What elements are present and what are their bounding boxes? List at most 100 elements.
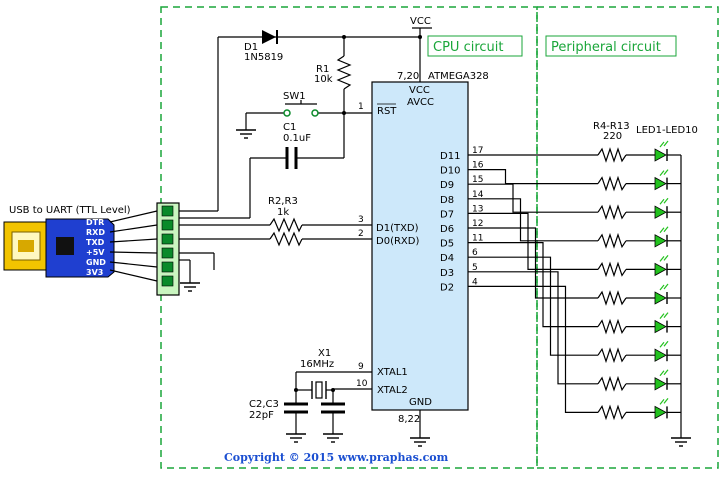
- led-icon: [654, 319, 667, 334]
- c23-ref: C2,C3: [249, 399, 279, 410]
- header-pins: [161, 205, 174, 287]
- led-resistor-icon: [597, 204, 627, 221]
- mcu-output-label: D10: [440, 166, 460, 177]
- mcu-avcc-label: AVCC: [407, 97, 434, 108]
- mcu-output-pin-number: 16: [472, 161, 484, 171]
- mcu-output-pin-number: 11: [472, 234, 483, 244]
- usb-pin-label: GND: [86, 258, 106, 267]
- resistor-r2-icon: [269, 217, 303, 233]
- crystal-x1-icon: [315, 381, 323, 399]
- copyright-text: Copyright © 2015 www.praphas.com: [224, 451, 449, 464]
- mcu-output-pin-number: 14: [472, 190, 484, 200]
- x1-ref: X1: [318, 348, 331, 359]
- mcu-output-label: D7: [440, 209, 454, 220]
- usb-board: [45, 218, 115, 278]
- c1-value: 0.1uF: [283, 133, 311, 144]
- usb-pin-label: RXD: [86, 228, 105, 237]
- rst-pin-number: 1: [358, 102, 364, 112]
- led-resistor-icon: [597, 232, 627, 249]
- led-icon: [654, 405, 667, 420]
- usb-pin-label: 3V3: [86, 268, 103, 277]
- uart-chip-icon: [56, 237, 74, 255]
- led-resistor-icon: [597, 147, 627, 163]
- resistor-r1-icon: [336, 55, 352, 90]
- diode-d1-icon: [262, 30, 276, 44]
- led-wire: [468, 212, 598, 270]
- usb-pin-label: +5V: [86, 248, 105, 257]
- cpu-section-label: CPU circuit: [433, 40, 503, 55]
- header-pin: [161, 247, 174, 259]
- header-pin: [161, 219, 174, 231]
- peripheral-section-label: Peripheral circuit: [551, 40, 661, 55]
- led-resistor-icon: [597, 318, 627, 335]
- led-wire: [468, 271, 598, 385]
- txd-pin-number: 3: [358, 215, 364, 225]
- rxd-pin-number: 2: [358, 229, 364, 239]
- peripheral-section-box: [536, 6, 719, 469]
- mcu-rst-label: RST: [377, 106, 397, 117]
- mcu-output-label: D9: [440, 180, 454, 191]
- led-resistor-icon: [597, 175, 627, 192]
- led-icon: [654, 234, 667, 248]
- mcu-output-pin-number: 12: [472, 219, 483, 229]
- r23-value: 1k: [277, 207, 289, 218]
- mcu-output-label: D6: [440, 224, 454, 235]
- mcu-vcc-pins: 7,20: [397, 71, 419, 82]
- led-wire: [468, 227, 598, 299]
- mcu-gnd-pins: 8,22: [398, 414, 420, 425]
- mcu-output-pin-number: 6: [472, 248, 478, 258]
- r413-ref: R4-R13: [593, 121, 630, 132]
- led-wire: [468, 285, 598, 413]
- x1-value: 16MHz: [300, 359, 334, 370]
- mcu-output-label: D2: [440, 282, 454, 293]
- mcu-xtal1-label: XTAL1: [377, 367, 408, 378]
- mcu-output-label: D8: [440, 195, 454, 206]
- led-icon: [654, 291, 667, 305]
- switch-contact-left-icon: [283, 109, 291, 117]
- mcu-output-label: D11: [440, 151, 460, 162]
- mcu-output-pin-number: 15: [472, 175, 483, 185]
- header-pin: [161, 261, 174, 273]
- mcu-xtal2-label: XTAL2: [377, 385, 408, 396]
- usb-title: USB to UART (TTL Level): [9, 205, 131, 216]
- xtal2-pin-number: 10: [356, 379, 368, 389]
- leds-ref: LED1-LED10: [636, 125, 698, 136]
- r413-value: 220: [603, 131, 622, 142]
- resistor-r3-icon: [269, 231, 303, 247]
- mcu-output-pin-number: 17: [472, 146, 483, 156]
- usb-pin-label: DTR: [86, 218, 104, 227]
- d1-value: 1N5819: [244, 52, 283, 63]
- led-icon: [654, 377, 667, 391]
- mcu-output-label: D4: [440, 253, 454, 264]
- sw1-ref: SW1: [283, 91, 306, 102]
- r1-ref: R1: [316, 64, 329, 75]
- mcu-gnd-label: GND: [409, 397, 432, 408]
- d1-ref: D1: [244, 42, 258, 53]
- r23-ref: R2,R3: [268, 196, 298, 207]
- mcu-vcc-label: VCC: [409, 85, 430, 96]
- mcu-output-pin-number: 4: [472, 277, 478, 287]
- vcc-label: VCC: [410, 16, 431, 27]
- led-resistor-icon: [597, 290, 627, 306]
- led-resistor-icon: [597, 375, 627, 392]
- mcu-output-pin-number: 13: [472, 204, 483, 214]
- switch-contact-right-icon: [311, 109, 319, 117]
- mcu-output-label: D3: [440, 268, 454, 279]
- mcu-output-pin-number: 5: [472, 263, 478, 273]
- led-icon: [654, 176, 667, 191]
- xtal1-pin-number: 9: [358, 362, 364, 372]
- header-pin: [161, 205, 174, 217]
- r1-value: 10k: [314, 74, 333, 85]
- header-pin: [161, 275, 174, 287]
- mcu-name: ATMEGA328: [428, 71, 489, 82]
- mcu-output-label: D5: [440, 239, 454, 250]
- led-wire: [468, 169, 598, 185]
- c23-value: 22pF: [249, 410, 274, 421]
- cpu-label-frame: [427, 35, 523, 57]
- led-icon: [654, 262, 667, 277]
- c1-ref: C1: [283, 122, 296, 133]
